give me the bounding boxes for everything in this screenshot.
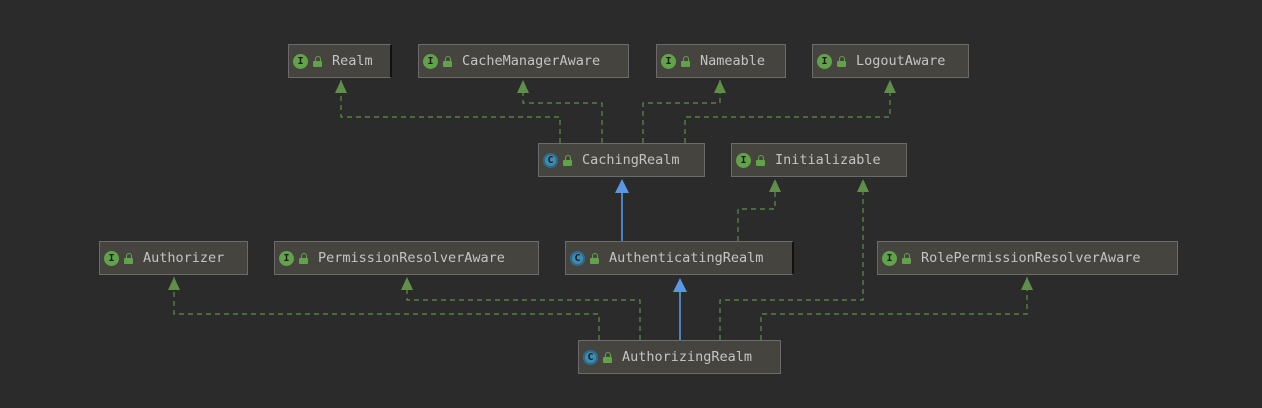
interface-icon: I	[817, 53, 832, 69]
edge-authenticating-realm-initializable	[737, 179, 776, 241]
public-lock-icon	[837, 55, 846, 67]
edge-caching-realm-nameable	[642, 80, 721, 143]
node-label: AuthenticatingRealm	[609, 250, 764, 266]
arrowhead-initializable-b	[857, 179, 869, 192]
node-role-permission-resolver-aware[interactable]: I RolePermissionResolverAware	[877, 241, 1178, 275]
node-authenticating-realm[interactable]: C AuthenticatingRealm	[565, 241, 794, 275]
public-lock-icon	[124, 252, 133, 264]
edge-caching-realm-logout-aware	[684, 80, 891, 143]
node-caching-realm[interactable]: C CachingRealm	[538, 143, 705, 177]
node-label: Authorizer	[143, 250, 225, 266]
node-label: Nameable	[700, 53, 766, 69]
node-cache-manager-aware[interactable]: I CacheManagerAware	[418, 44, 629, 78]
edge-caching-realm-cache-manager-aware	[522, 80, 603, 143]
arrowhead-initializable-a	[769, 179, 781, 192]
arrowhead-logout-aware	[884, 80, 896, 93]
interface-icon: I	[423, 53, 438, 69]
public-lock-icon	[313, 55, 322, 67]
arrowhead-nameable	[714, 80, 726, 93]
arrowhead-authenticating-realm	[673, 278, 687, 292]
edge-authorizing-realm-permission-resolver-aware	[406, 277, 641, 340]
class-icon: C	[570, 250, 585, 266]
interface-icon: I	[104, 250, 119, 266]
node-label: RolePermissionResolverAware	[921, 250, 1141, 266]
class-icon: C	[583, 349, 598, 365]
interface-icon: I	[661, 53, 676, 69]
public-lock-icon	[756, 154, 765, 166]
node-permission-resolver-aware[interactable]: I PermissionResolverAware	[274, 241, 539, 275]
node-authorizing-realm[interactable]: C AuthorizingRealm	[578, 340, 781, 374]
node-label: Realm	[332, 53, 373, 69]
public-lock-icon	[299, 252, 308, 264]
node-authorizer[interactable]: I Authorizer	[99, 241, 248, 275]
public-lock-icon	[563, 154, 572, 166]
node-label: PermissionResolverAware	[318, 250, 505, 266]
node-logout-aware[interactable]: I LogoutAware	[812, 44, 969, 78]
node-nameable[interactable]: I Nameable	[656, 44, 786, 78]
node-label: CacheManagerAware	[462, 53, 601, 69]
node-label: Initializable	[775, 152, 881, 168]
public-lock-icon	[603, 351, 612, 363]
node-label: LogoutAware	[856, 53, 946, 69]
public-lock-icon	[443, 55, 452, 67]
node-label: AuthorizingRealm	[622, 349, 753, 365]
interface-icon: I	[293, 53, 308, 69]
node-realm[interactable]: I Realm	[288, 44, 392, 78]
interface-icon: I	[736, 152, 751, 168]
edge-authorizing-realm-role-permission-resolver-aware	[760, 277, 1028, 340]
arrowhead-realm	[335, 80, 347, 93]
edge-authorizing-realm-initializable	[719, 179, 864, 340]
arrowhead-role-permission-resolver-aware	[1021, 277, 1033, 290]
interface-icon: I	[279, 250, 294, 266]
interface-icon: I	[882, 250, 897, 266]
arrowhead-permission-resolver-aware	[401, 277, 413, 290]
node-initializable[interactable]: I Initializable	[731, 143, 907, 177]
public-lock-icon	[590, 252, 599, 264]
arrowhead-authorizer	[168, 277, 180, 290]
edge-caching-realm-realm	[340, 80, 561, 143]
edge-authorizing-realm-authorizer	[173, 277, 600, 340]
class-icon: C	[543, 152, 558, 168]
public-lock-icon	[902, 252, 911, 264]
arrowhead-cache-manager-aware	[517, 80, 529, 93]
node-label: CachingRealm	[582, 152, 680, 168]
public-lock-icon	[681, 55, 690, 67]
arrowhead-caching-realm	[615, 179, 629, 193]
